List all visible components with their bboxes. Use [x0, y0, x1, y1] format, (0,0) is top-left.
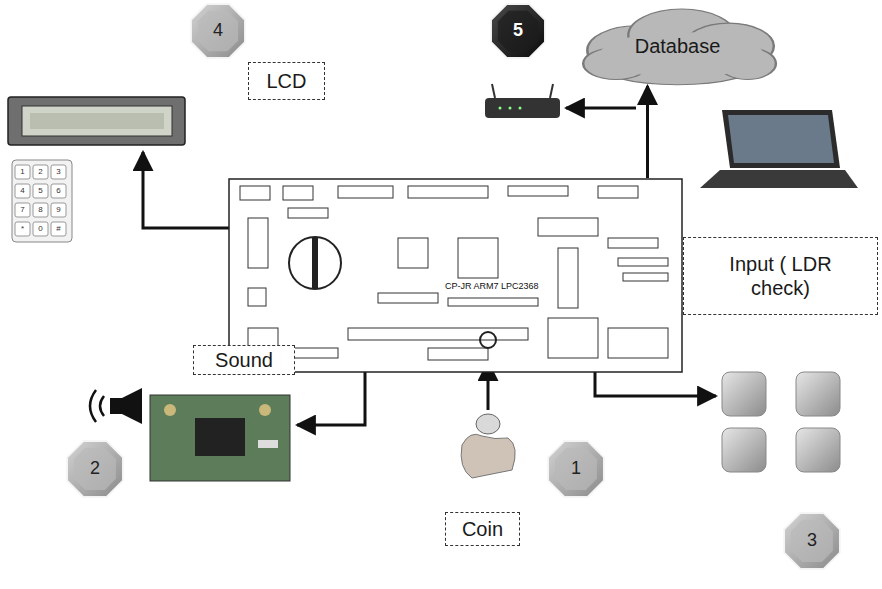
keypad-key: 3	[51, 165, 66, 178]
circuit-board: CP-JR ARM7 LPC2368	[228, 178, 683, 373]
coin-label-box: Coin	[445, 512, 520, 546]
callout-number: 1	[571, 458, 581, 480]
keypad-key: 9	[51, 203, 66, 216]
callout-number: 5	[513, 20, 523, 42]
key-cap	[51, 184, 66, 198]
callout-number: 2	[66, 440, 124, 498]
keypad-key: *	[15, 222, 30, 235]
keypad	[12, 160, 72, 242]
ldr-sensors	[722, 372, 840, 472]
keypad-key: 7	[15, 203, 30, 216]
key-cap	[15, 165, 30, 179]
keypad-key: 2	[33, 165, 48, 178]
speaker-icon	[90, 388, 142, 424]
key-cap	[33, 203, 48, 217]
callout-number: 3	[783, 512, 841, 570]
label-text: Sound	[215, 348, 273, 372]
callout-number: 4	[213, 20, 223, 42]
sound-label-box: Sound	[193, 345, 295, 375]
keypad-key: 0	[33, 222, 48, 235]
label-text: LCD	[266, 69, 306, 93]
key-cap	[51, 203, 66, 217]
signal-arrows	[143, 152, 716, 425]
keypad-key: 4	[15, 184, 30, 197]
key-cap	[33, 184, 48, 198]
keypad-key: 1	[15, 165, 30, 178]
input-label-box: Input ( LDR check)	[683, 237, 878, 315]
coin-hand	[461, 414, 515, 478]
key-cap	[15, 222, 30, 236]
key-cap	[15, 203, 30, 217]
keypad-key: 8	[33, 203, 48, 216]
router-icon	[485, 84, 560, 118]
keypad-key: 6	[51, 184, 66, 197]
label-text: Coin	[462, 517, 503, 541]
lcd-module	[8, 97, 185, 145]
key-cap	[15, 184, 30, 198]
key-cap	[51, 165, 66, 179]
keypad-key: 5	[33, 184, 48, 197]
key-cap	[33, 165, 48, 179]
network-arrow	[646, 86, 649, 178]
callout-number: 3	[807, 530, 817, 552]
laptop-icon	[700, 110, 858, 188]
board-model-text: CP-JR ARM7 LPC2368	[443, 281, 541, 292]
callout-number: 4	[190, 3, 246, 59]
callout-number: 5	[490, 3, 546, 59]
sound-module	[150, 395, 290, 481]
key-cap	[51, 222, 66, 236]
keypad-key: #	[51, 222, 66, 235]
board-shape	[228, 178, 683, 373]
lcd-label-box: LCD	[248, 62, 325, 100]
callout-number: 1	[547, 440, 605, 498]
label-text: Input ( LDR check)	[706, 252, 856, 300]
key-cap	[33, 222, 48, 236]
database-cloud: Database	[575, 2, 780, 90]
router-arrow	[566, 107, 636, 110]
callout-number: 2	[90, 458, 100, 480]
label-text: Database	[635, 34, 721, 58]
